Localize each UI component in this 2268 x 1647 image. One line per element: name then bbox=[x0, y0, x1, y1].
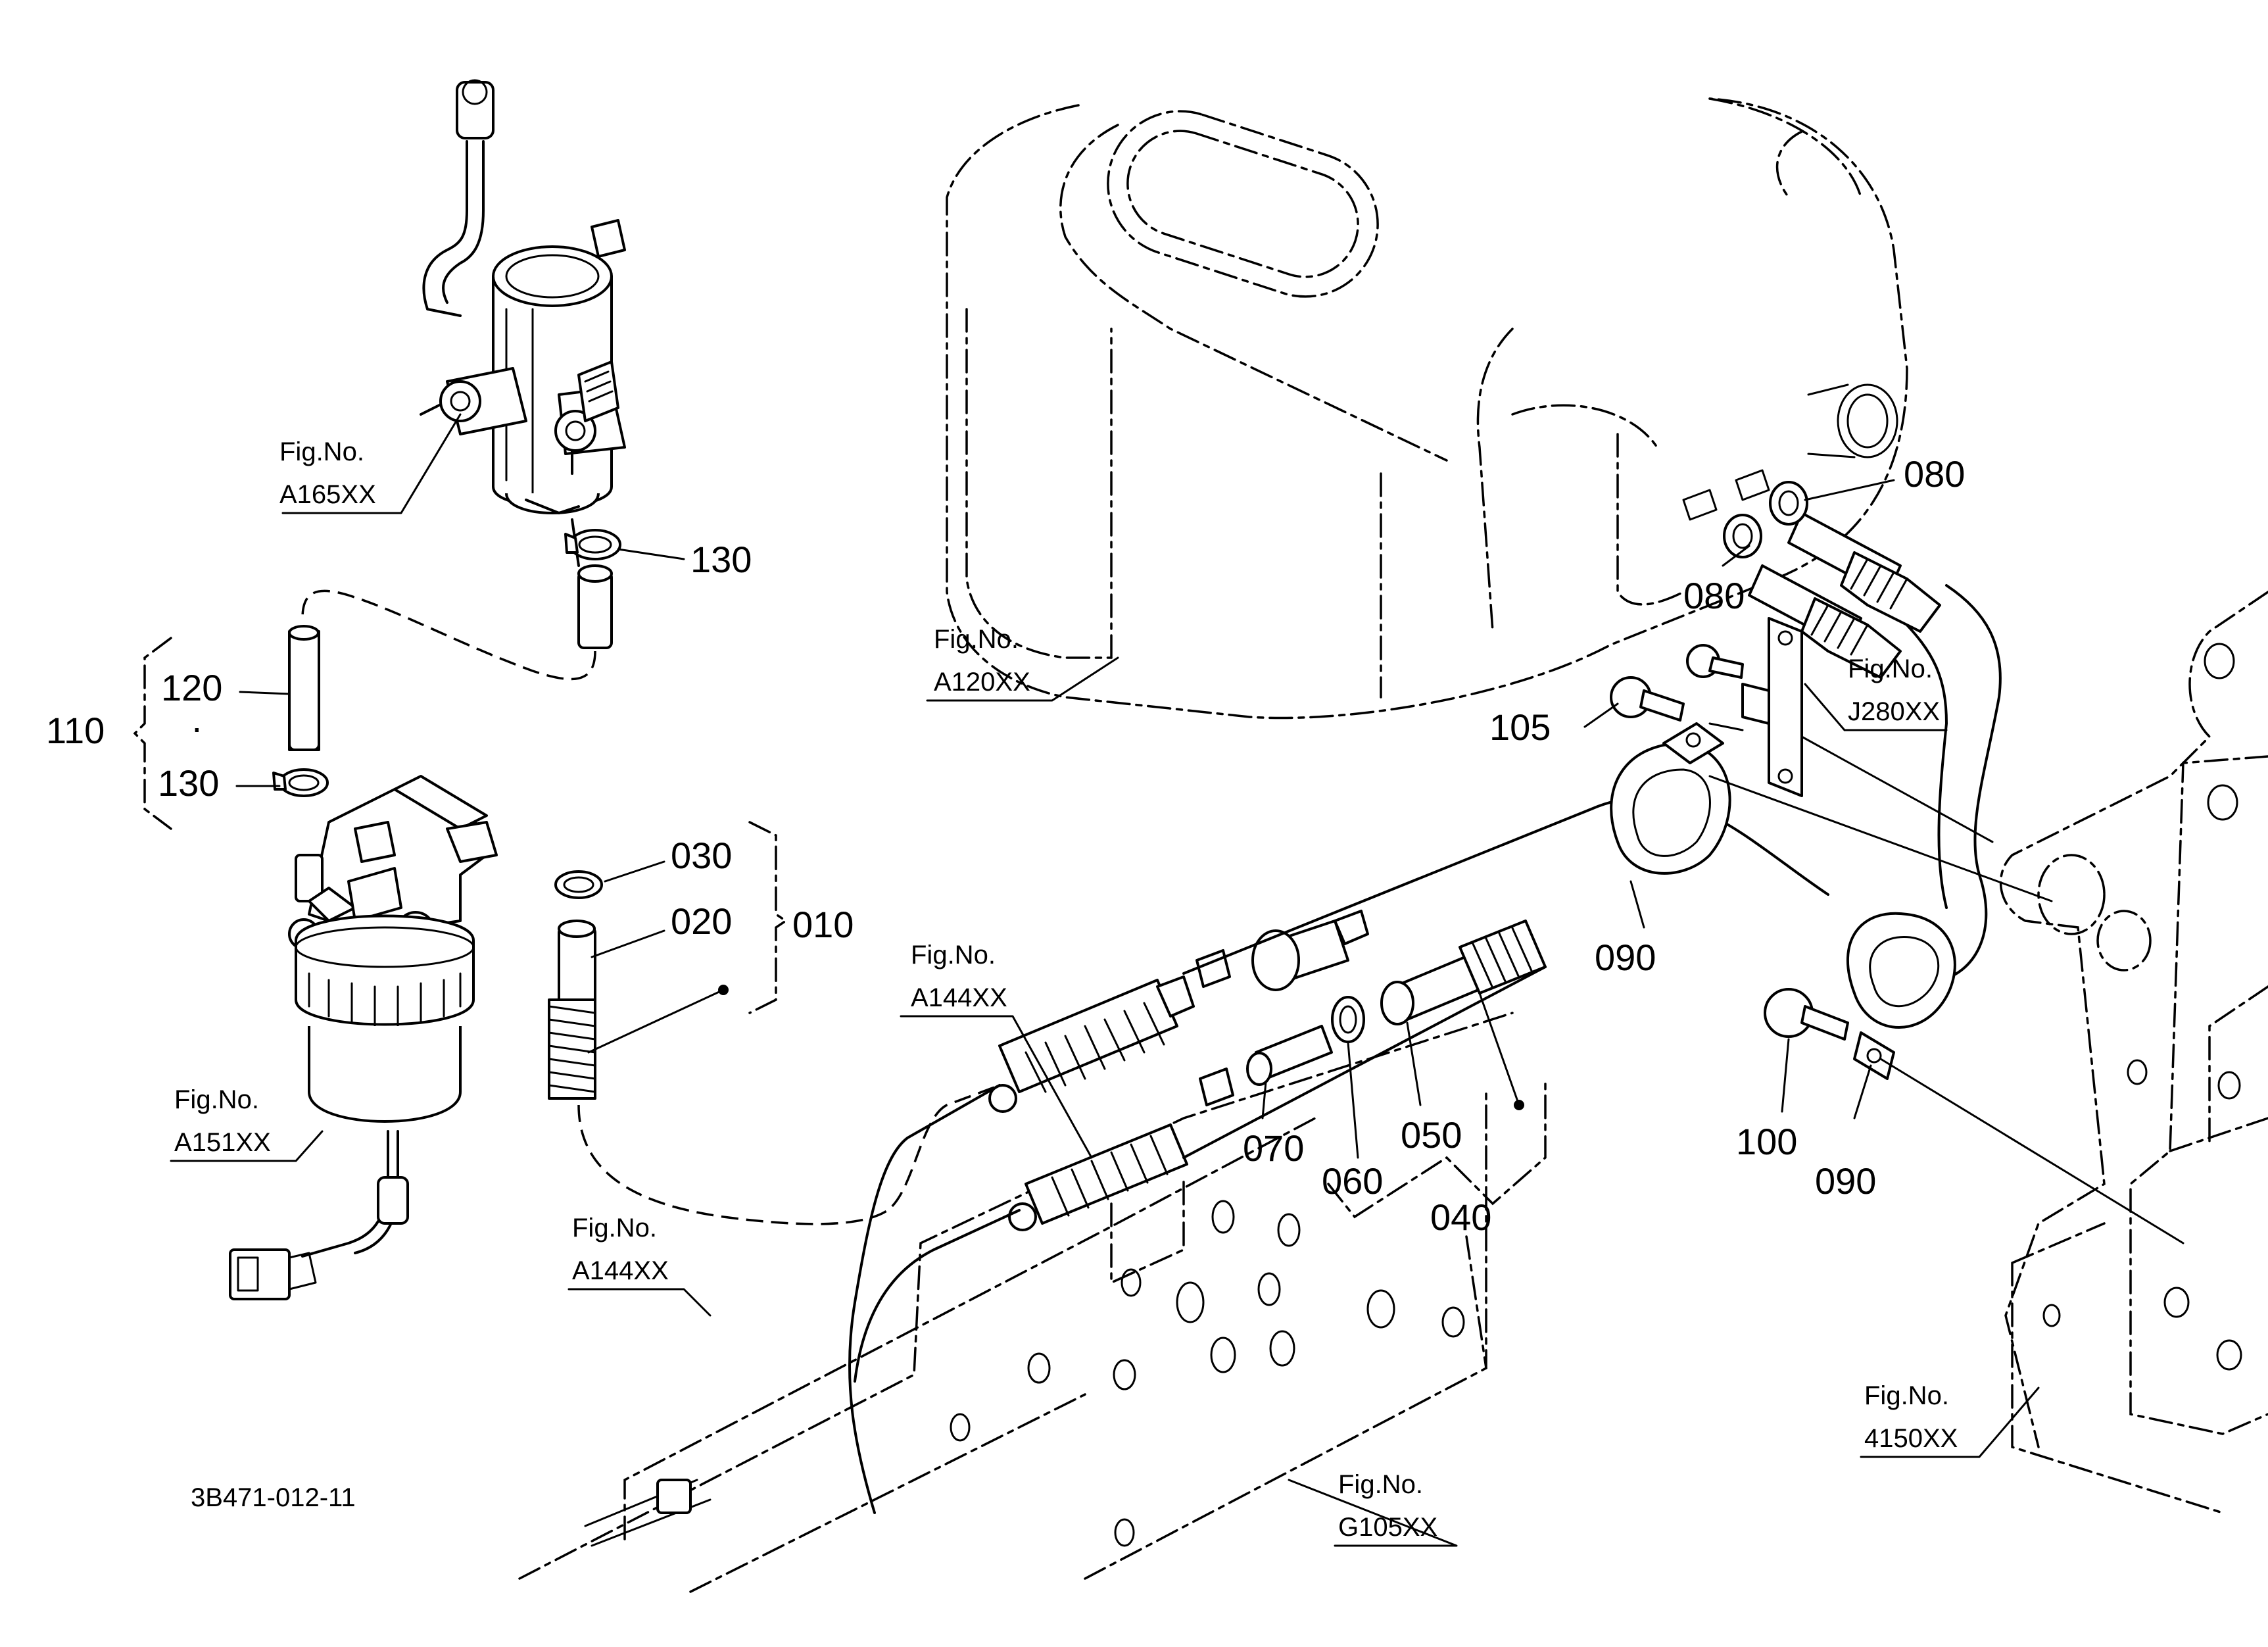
label-130-upper: 130 bbox=[690, 539, 752, 580]
label-070: 070 bbox=[1243, 1127, 1304, 1169]
label-050: 050 bbox=[1401, 1114, 1462, 1156]
bolt-100 bbox=[1764, 988, 1849, 1041]
fuel-tank-outline bbox=[946, 97, 1908, 720]
label-040: 040 bbox=[1430, 1196, 1491, 1238]
ref-g105-prefix: Fig.No. bbox=[1338, 1470, 1423, 1499]
clamp-090-lower bbox=[1846, 912, 1956, 1080]
joint-070 bbox=[1246, 1025, 1333, 1086]
leader-lines bbox=[133, 413, 2184, 1547]
label-120: 120 bbox=[161, 667, 222, 708]
label-110: 110 bbox=[46, 710, 105, 751]
ref-a151: A151XX bbox=[174, 1128, 271, 1157]
spring-guard-lower bbox=[1008, 1123, 1188, 1231]
bracket-j280 bbox=[1686, 617, 1803, 797]
label-080-upper: 080 bbox=[1904, 453, 1965, 495]
spring-guard-upper bbox=[988, 975, 1195, 1113]
fuel-pump-assembly bbox=[420, 79, 626, 567]
label-dot: · bbox=[191, 706, 203, 748]
hose-020 bbox=[548, 920, 596, 1100]
clamp-090-upper bbox=[1610, 722, 1731, 875]
ref-a120-prefix: Fig.No. bbox=[934, 625, 1019, 654]
fuel-filter bbox=[229, 775, 498, 1300]
ref-j280-prefix: Fig.No. bbox=[1848, 654, 1933, 683]
hose-short bbox=[577, 564, 613, 649]
label-090-lower: 090 bbox=[1815, 1160, 1876, 1202]
label-105: 105 bbox=[1489, 706, 1551, 748]
ref-4150-prefix: Fig.No. bbox=[1864, 1381, 1949, 1410]
ref-a120: A120XX bbox=[934, 668, 1030, 697]
ref-g105: G105XX bbox=[1338, 1513, 1437, 1542]
ref-4150: 4150XX bbox=[1864, 1424, 1958, 1453]
label-060: 060 bbox=[1322, 1160, 1383, 1202]
hose-route-pump-filter bbox=[301, 589, 596, 681]
label-020: 020 bbox=[671, 900, 732, 942]
clamp-130-lower bbox=[272, 768, 329, 797]
ref-a144-lower: A144XX bbox=[572, 1256, 669, 1285]
fuel-line-a bbox=[848, 1084, 1001, 1514]
hose-050 bbox=[1380, 920, 1547, 1025]
ref-a165-prefix: Fig.No. bbox=[279, 437, 364, 466]
ref-j280: J280XX bbox=[1848, 697, 1940, 726]
label-100: 100 bbox=[1736, 1121, 1797, 1162]
tank-outlet-hoses bbox=[1682, 469, 1941, 679]
ref-a151-prefix: Fig.No. bbox=[174, 1085, 259, 1114]
hose-120 bbox=[288, 625, 320, 751]
ref-a144-lower-prefix: Fig.No. bbox=[572, 1214, 657, 1242]
label-130-lower: 130 bbox=[158, 762, 219, 804]
hose-route-020 bbox=[577, 1084, 1000, 1225]
label-080-lower: 080 bbox=[1683, 575, 1745, 616]
fuel-line-b bbox=[854, 1209, 1021, 1383]
label-010: 010 bbox=[792, 904, 854, 945]
label-030: 030 bbox=[671, 835, 732, 876]
frame-outline bbox=[518, 1012, 1514, 1593]
clamp-060 bbox=[1331, 996, 1365, 1043]
part-labels: 130 120 · 110 130 030 020 010 080 080 10… bbox=[46, 453, 1965, 1238]
ref-a144-upper-prefix: Fig.No. bbox=[911, 941, 996, 970]
fuel-line-d bbox=[1182, 966, 1547, 1159]
drawing-code: 3B471-012-11 bbox=[191, 1483, 356, 1512]
ref-a165: A165XX bbox=[279, 480, 376, 509]
clamp-030 bbox=[554, 870, 603, 899]
engine-outline bbox=[1999, 591, 2268, 1514]
check-valve-a144 bbox=[1195, 910, 1369, 1106]
fuel-line-e bbox=[1939, 584, 2002, 981]
ref-a144-upper: A144XX bbox=[911, 983, 1007, 1012]
label-090-upper: 090 bbox=[1595, 937, 1656, 978]
clamp-130-upper bbox=[564, 529, 621, 560]
figure-references: Fig.No. A165XX Fig.No. A120XX Fig.No. J2… bbox=[174, 437, 1958, 1542]
bolt-105 bbox=[1610, 676, 1744, 731]
